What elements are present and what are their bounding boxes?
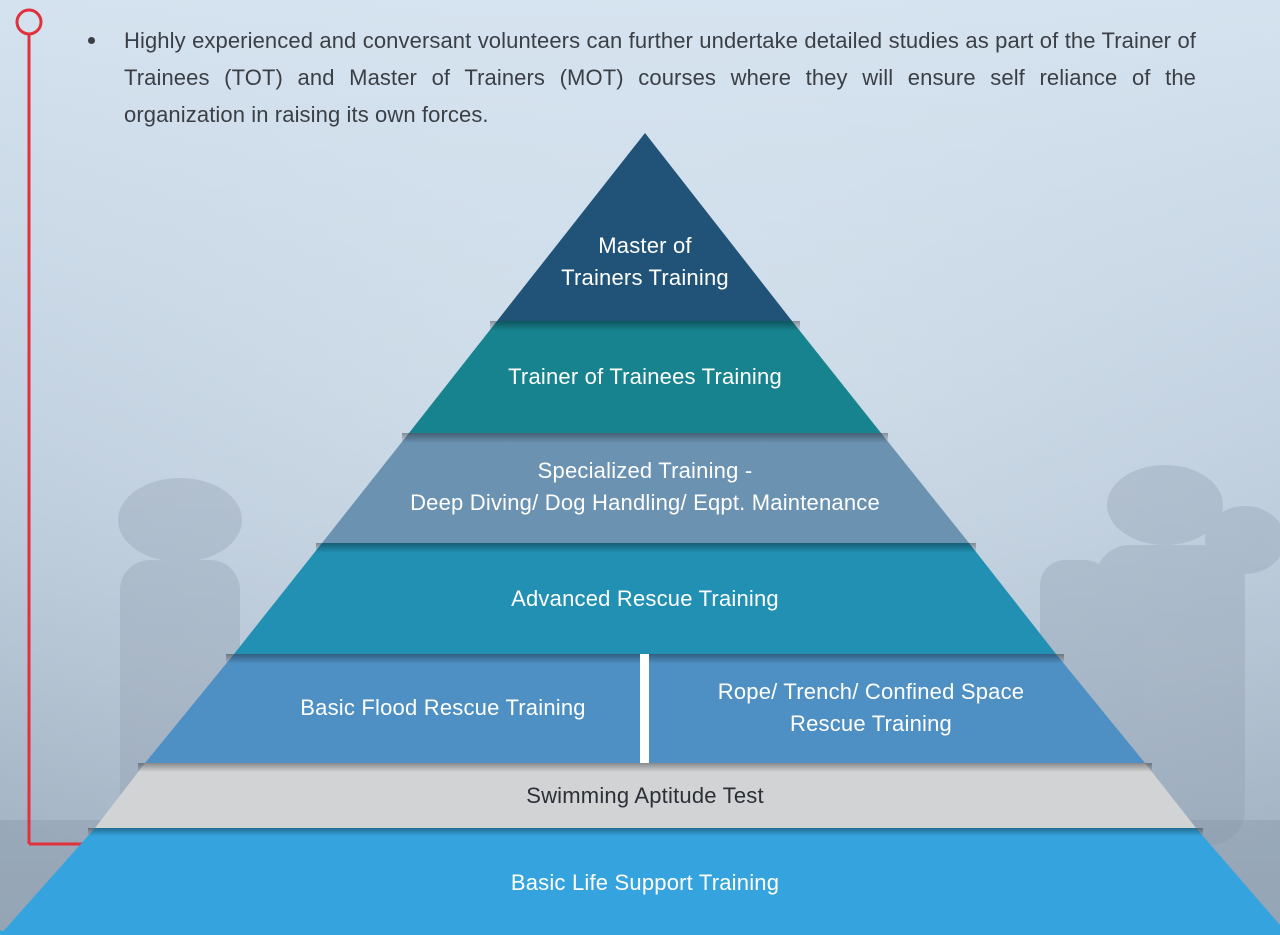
tier-5-right-label: Rope/ Trench/ Confined Space Rescue Trai… (717, 679, 1025, 736)
tier-5-divider (640, 654, 649, 763)
tier-5-left-label: Basic Flood Rescue Training (300, 695, 586, 720)
tier-swimming-aptitude (95, 763, 1196, 828)
tier-4-label: Advanced Rescue Training (511, 586, 779, 611)
tier-6-label: Swimming Aptitude Test (526, 783, 764, 808)
bullet-text: Highly experienced and conversant volunt… (124, 28, 1196, 127)
timeline-accent (15, 8, 60, 846)
tier-master-of-trainers (497, 133, 792, 321)
tier-trainer-of-trainees (409, 321, 881, 433)
tier-3-label: Specialized Training - Deep Diving/ Dog … (410, 458, 880, 515)
tier-advanced-rescue (234, 543, 1056, 654)
bullet-item: Highly experienced and conversant volunt… (84, 22, 1196, 133)
tier-7-label: Basic Life Support Training (510, 870, 780, 895)
bullet-dot (88, 37, 95, 44)
tier-specialized-training (322, 433, 969, 543)
tier-1-label: Master of Trainers Training (561, 233, 729, 290)
tier-2-label: Trainer of Trainees Training (508, 364, 782, 389)
